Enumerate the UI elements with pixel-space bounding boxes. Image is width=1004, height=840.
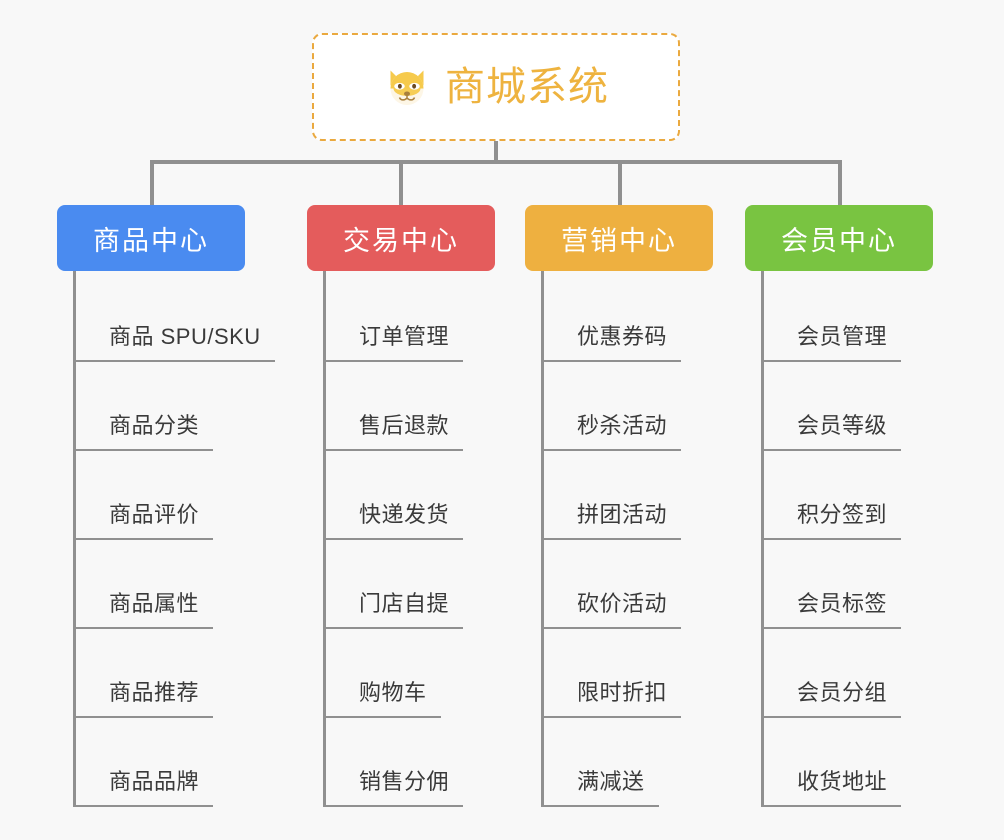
leaf-item-label: 秒杀活动 [577,413,668,438]
leaf-item-label: 商品 SPU/SKU [109,324,261,349]
branch-header-2[interactable]: 交易中心 [307,205,495,271]
leaf-underline: 商品 SPU/SKU [73,319,275,362]
leaf-underline: 购物车 [323,675,441,718]
leaf-underline: 订单管理 [323,319,464,362]
leaf-item-label: 商品品牌 [109,769,200,794]
leaf-item[interactable]: 商品分类 [73,362,245,451]
connector-drop-4 [838,160,842,208]
leaf-underline: 商品推荐 [73,675,214,718]
leaf-item-label: 商品推荐 [109,680,200,705]
leaf-underline: 秒杀活动 [541,408,682,451]
leaf-item[interactable]: 会员分组 [761,629,933,718]
leaf-item[interactable]: 限时折扣 [541,629,713,718]
connector-bus [150,160,842,164]
branch-column-1: 商品中心商品 SPU/SKU 商品分类商品评价商品属性商品推荐商品品牌 [57,205,275,807]
leaf-underline: 销售分佣 [323,764,464,807]
leaf-item-label: 快递发货 [359,502,450,527]
leaf-item-label: 优惠券码 [577,324,668,349]
branch-column-3: 营销中心优惠券码秒杀活动拼团活动砍价活动限时折扣满减送 [525,205,713,807]
leaf-item-label: 门店自提 [359,591,450,616]
leaf-item-label: 订单管理 [359,324,450,349]
connector-root-stem [494,141,498,163]
leaf-item[interactable]: 门店自提 [323,540,495,629]
leaf-item[interactable]: 收货地址 [761,718,933,807]
leaf-item-label: 商品分类 [109,413,200,438]
leaf-item[interactable]: 快递发货 [323,451,495,540]
leaf-item[interactable]: 会员管理 [761,273,933,362]
leaf-underline: 拼团活动 [541,497,682,540]
leaf-item-label: 销售分佣 [359,769,450,794]
leaf-item-label: 购物车 [359,680,427,705]
leaf-item[interactable]: 商品推荐 [73,629,245,718]
branch-header-label: 商品中心 [93,225,209,256]
leaf-item[interactable]: 拼团活动 [541,451,713,540]
leaf-underline: 积分签到 [761,497,902,540]
leaf-item[interactable]: 商品评价 [73,451,245,540]
leaf-item[interactable]: 积分签到 [761,451,933,540]
leaf-underline: 商品品牌 [73,764,214,807]
leaf-underline: 商品评价 [73,497,214,540]
leaf-item[interactable]: 商品品牌 [73,718,245,807]
leaf-underline: 砍价活动 [541,586,682,629]
leaf-item[interactable]: 会员标签 [761,540,933,629]
branch-column-2: 交易中心订单管理售后退款快递发货门店自提购物车销售分佣 [307,205,495,807]
branch-header-label: 营销中心 [561,225,677,256]
leaf-item-label: 满减送 [577,769,645,794]
leaf-item-label: 会员标签 [797,591,888,616]
branch-items-2: 订单管理售后退款快递发货门店自提购物车销售分佣 [323,271,495,807]
leaf-underline: 会员等级 [761,408,902,451]
leaf-item[interactable]: 优惠券码 [541,273,713,362]
leaf-underline: 会员分组 [761,675,902,718]
leaf-item-label: 会员管理 [797,324,888,349]
connector-drop-2 [399,160,403,208]
leaf-item-label: 收货地址 [797,769,888,794]
leaf-underline: 限时折扣 [541,675,682,718]
branch-header-label: 交易中心 [343,225,459,256]
leaf-item[interactable]: 订单管理 [323,273,495,362]
branch-items-1: 商品 SPU/SKU 商品分类商品评价商品属性商品推荐商品品牌 [73,271,275,807]
leaf-item[interactable]: 商品 SPU/SKU [73,273,275,362]
root-node[interactable]: 商城系统 [312,33,680,141]
root-title: 商城系统 [445,65,609,109]
branch-header-1[interactable]: 商品中心 [57,205,245,271]
connector-drop-1 [150,160,154,208]
leaf-underline: 售后退款 [323,408,464,451]
branch-header-label: 会员中心 [781,225,897,256]
leaf-item[interactable]: 购物车 [323,629,495,718]
branch-items-4: 会员管理会员等级积分签到会员标签会员分组收货地址 [761,271,933,807]
branch-items-3: 优惠券码秒杀活动拼团活动砍价活动限时折扣满减送 [541,271,713,807]
leaf-item-label: 会员分组 [797,680,888,705]
leaf-item[interactable]: 秒杀活动 [541,362,713,451]
branch-header-3[interactable]: 营销中心 [525,205,713,271]
leaf-underline: 快递发货 [323,497,464,540]
leaf-underline: 商品分类 [73,408,214,451]
leaf-item-label: 会员等级 [797,413,888,438]
shiba-dog-face-icon [390,70,424,105]
connector-drop-3 [618,160,622,208]
leaf-underline: 商品属性 [73,586,214,629]
leaf-item-label: 拼团活动 [577,502,668,527]
leaf-underline: 门店自提 [323,586,464,629]
leaf-item-label: 砍价活动 [577,591,668,616]
leaf-item-label: 售后退款 [359,413,450,438]
leaf-item-label: 商品属性 [109,591,200,616]
leaf-underline: 优惠券码 [541,319,682,362]
leaf-item[interactable]: 砍价活动 [541,540,713,629]
leaf-underline: 收货地址 [761,764,902,807]
leaf-item-label: 商品评价 [109,502,200,527]
leaf-item[interactable]: 销售分佣 [323,718,495,807]
leaf-item[interactable]: 商品属性 [73,540,245,629]
leaf-item-label: 限时折扣 [577,680,668,705]
branch-header-4[interactable]: 会员中心 [745,205,933,271]
leaf-item-label: 积分签到 [797,502,888,527]
leaf-item[interactable]: 满减送 [541,718,713,807]
branch-column-4: 会员中心会员管理会员等级积分签到会员标签会员分组收货地址 [745,205,933,807]
leaf-underline: 会员管理 [761,319,902,362]
leaf-item[interactable]: 会员等级 [761,362,933,451]
leaf-item[interactable]: 售后退款 [323,362,495,451]
leaf-underline: 满减送 [541,764,659,807]
leaf-underline: 会员标签 [761,586,902,629]
